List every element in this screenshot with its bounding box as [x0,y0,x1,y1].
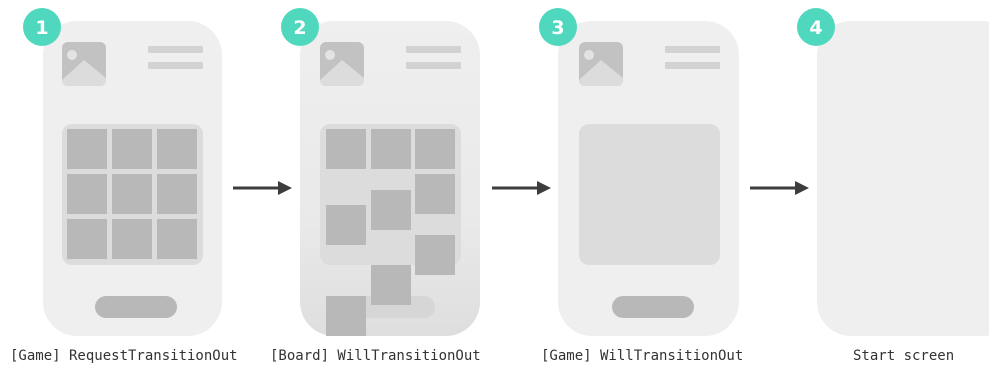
tile [157,219,197,259]
arrow-right-icon [750,181,809,195]
image-placeholder-icon [62,42,106,86]
image-placeholder-icon [320,42,364,86]
tile [326,205,366,245]
phone-step-3 [558,21,739,336]
text-line [148,62,203,69]
caption-step-4: Start screen [853,348,955,364]
tile [112,219,152,259]
step-number: 1 [35,17,48,39]
text-line [665,46,720,53]
tile [112,129,152,169]
tile [157,129,197,169]
arrow-right-icon [233,181,292,195]
start-button [95,296,177,318]
empty-game-board [579,124,720,265]
caption-step-1: [Game] RequestTransitionOut [10,348,238,364]
phone-step-2 [300,21,480,336]
tile [371,265,411,305]
board-tiles [67,129,197,259]
step-number: 2 [293,17,306,39]
phone-body [817,21,989,336]
tile [67,174,107,214]
step-badge-2: 2 [281,8,319,46]
phone-step-1 [43,21,222,336]
text-line [665,62,720,69]
tile [157,174,197,214]
step-number: 4 [809,17,822,39]
tile [371,190,411,230]
step-badge-1: 1 [23,8,61,46]
text-line [406,46,461,53]
step-number: 3 [551,17,564,39]
step-badge-4: 4 [797,8,835,46]
start-button [612,296,694,318]
tile [67,129,107,169]
caption-step-2: [Board] WillTransitionOut [270,348,481,364]
tile [415,235,455,275]
falling-tiles [326,129,455,336]
text-line [406,62,461,69]
tile [326,296,366,336]
tile [415,174,455,214]
tile [326,129,366,169]
tile [112,174,152,214]
image-placeholder-icon [579,42,623,86]
tile [415,129,455,169]
step-badge-3: 3 [539,8,577,46]
phone-step-4 [817,21,989,336]
arrow-right-icon [492,181,551,195]
caption-step-3: [Game] WillTransitionOut [541,348,744,364]
text-line [148,46,203,53]
tile [67,219,107,259]
tile [371,129,411,169]
